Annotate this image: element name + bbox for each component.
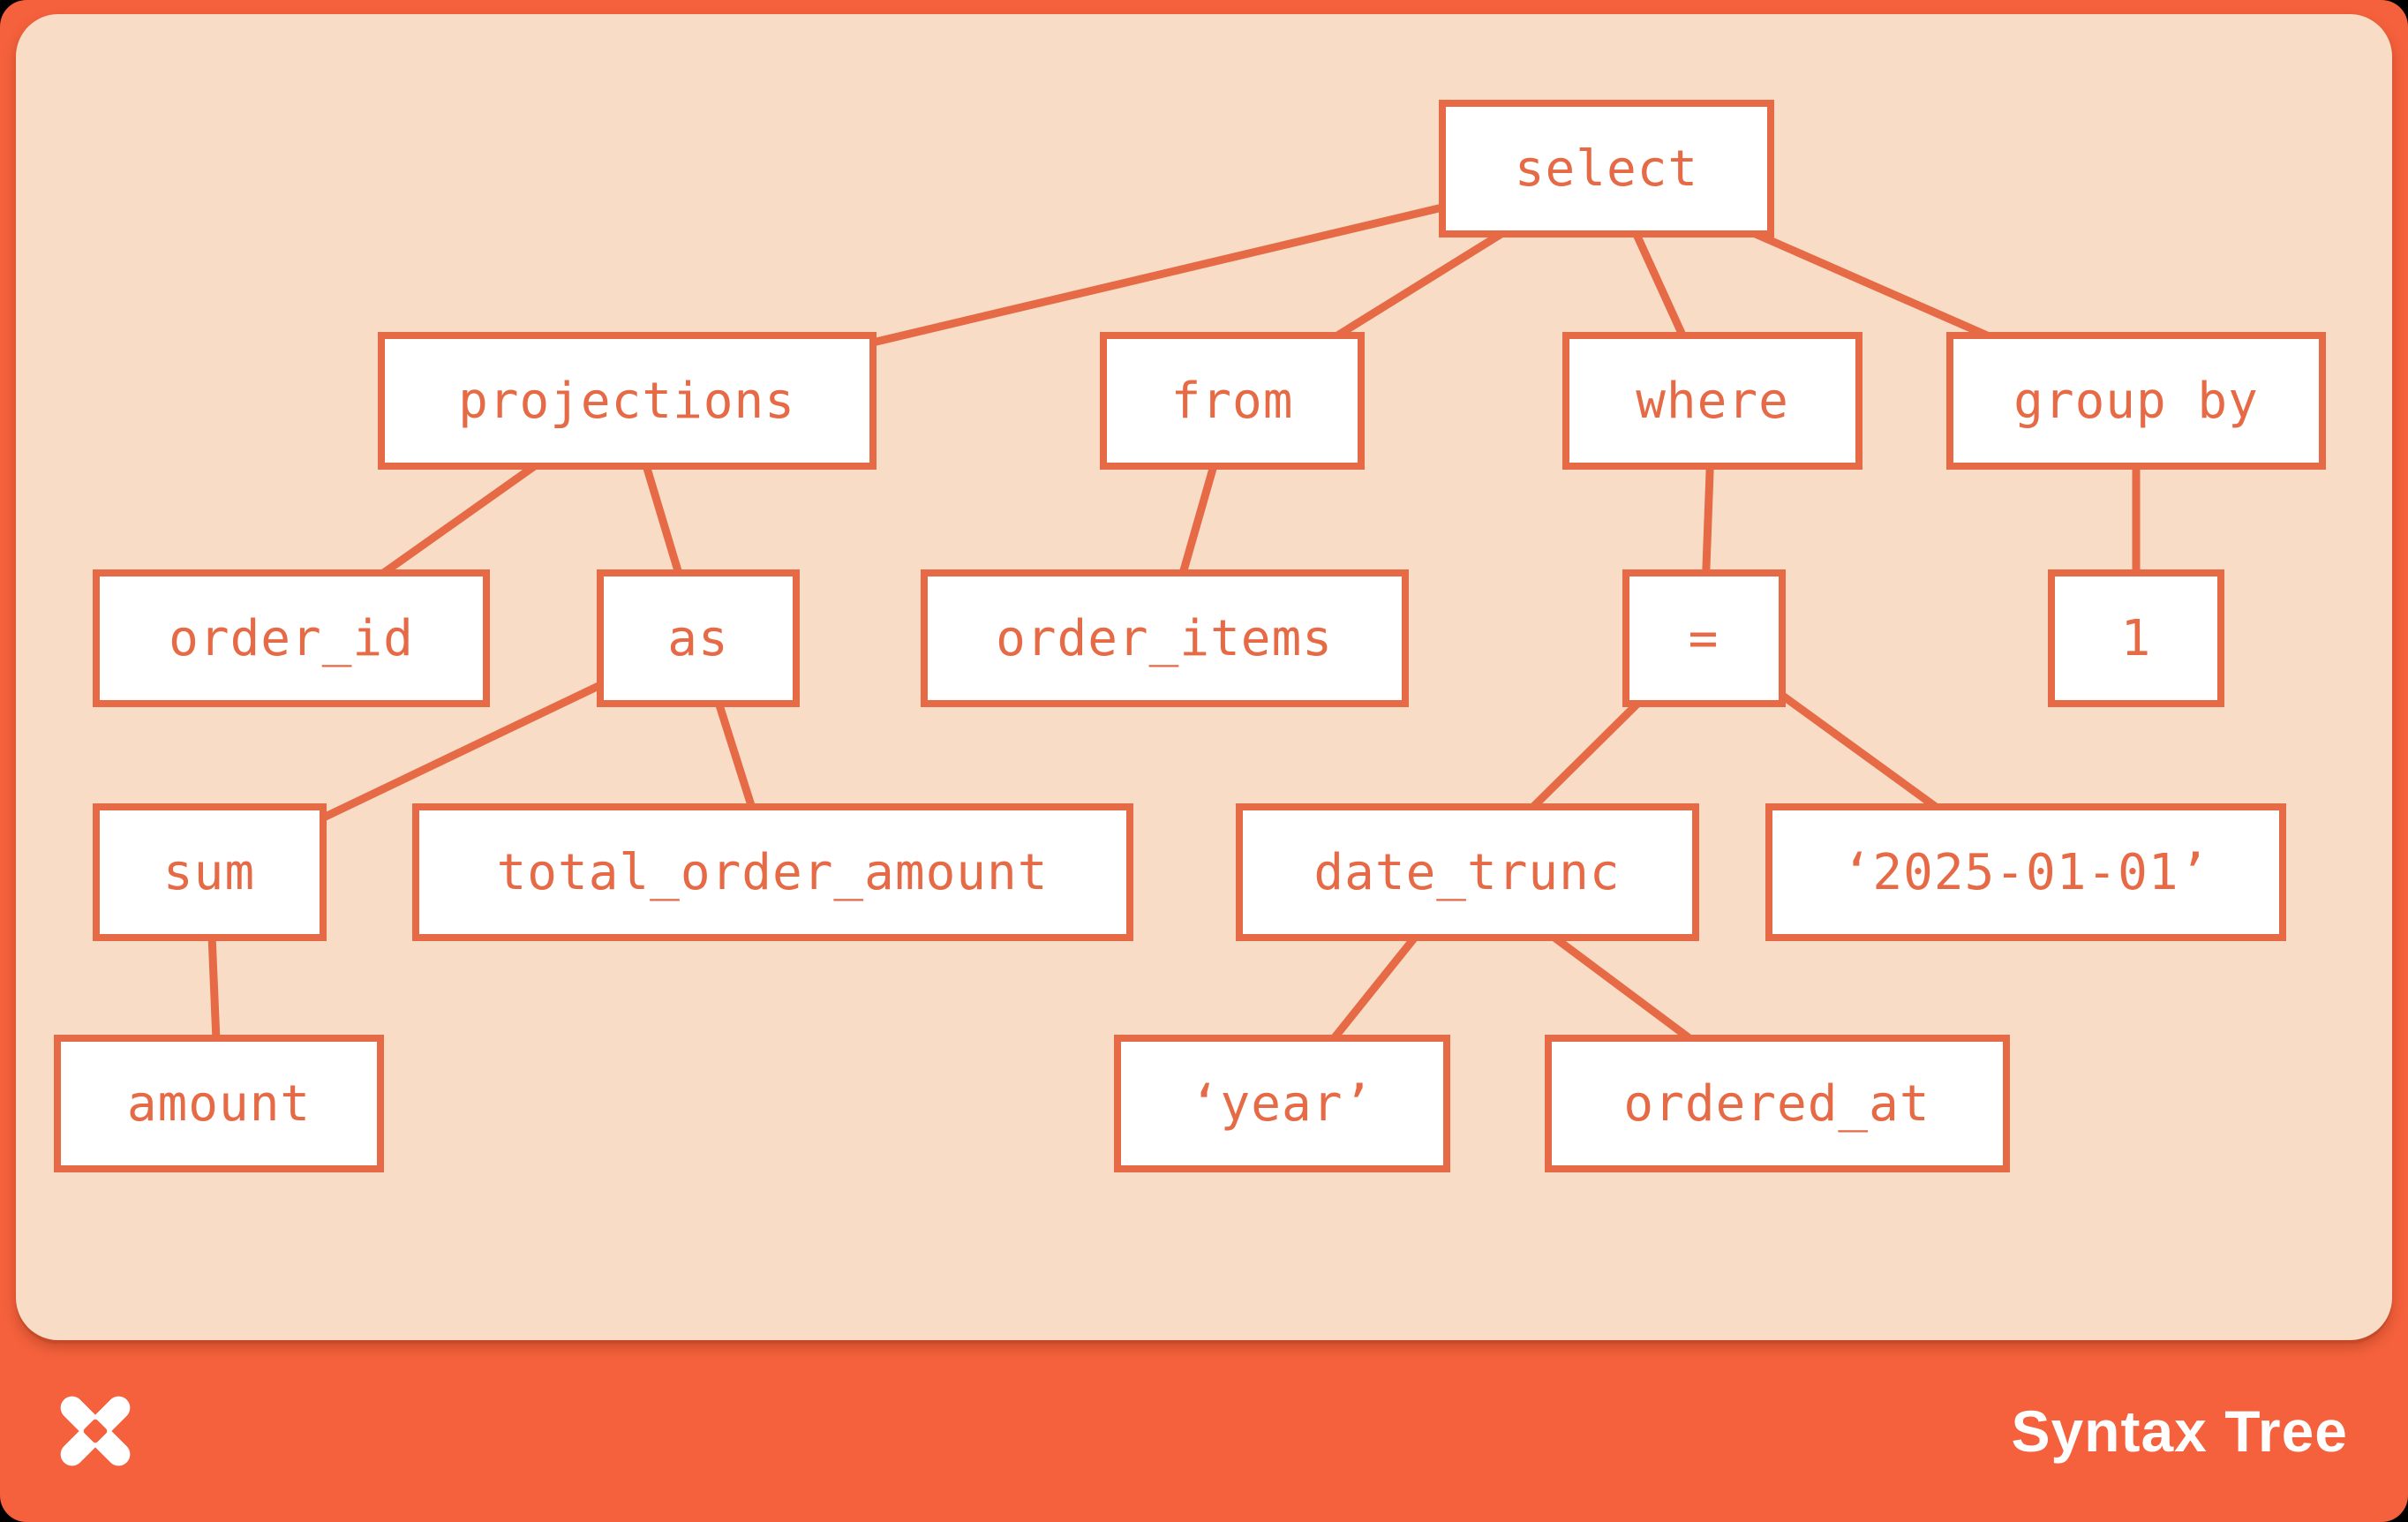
- tree-node-select: select: [1439, 100, 1774, 237]
- tree-node-label: where: [1636, 372, 1789, 430]
- tree-node-label: from: [1170, 372, 1294, 430]
- tree-node-label: ‘2025-01-01’: [1841, 843, 2210, 901]
- tree-node-date_literal: ‘2025-01-01’: [1765, 803, 2286, 941]
- tree-node-group_by: group by: [1946, 332, 2326, 470]
- pinwheel-x-logo-icon: [60, 1396, 131, 1466]
- tree-node-sum: sum: [92, 803, 327, 941]
- tree-node-label: total_order_amount: [496, 843, 1049, 901]
- tree-node-one: 1: [2048, 569, 2224, 707]
- tree-node-from: from: [1100, 332, 1365, 470]
- tree-node-label: select: [1514, 139, 1699, 198]
- tree-node-as: as: [597, 569, 800, 707]
- tree-node-label: 1: [2120, 609, 2152, 667]
- tree-node-projections: projections: [377, 332, 877, 470]
- tree-node-amount: amount: [54, 1035, 384, 1172]
- footer-title: Syntax Tree: [2011, 1398, 2348, 1464]
- tree-node-label: date_trunc: [1313, 843, 1621, 901]
- footer-bar: Syntax Tree: [0, 1340, 2408, 1522]
- tree-node-eq: =: [1622, 569, 1786, 707]
- tree-node-label: sum: [162, 843, 256, 901]
- tree-node-label: group by: [2013, 372, 2259, 430]
- tree-node-total_order_amount: total_order_amount: [411, 803, 1133, 941]
- tree-node-order_id: order_id: [93, 569, 490, 707]
- tree-node-year_literal: ‘year’: [1113, 1035, 1450, 1172]
- tree-node-label: amount: [126, 1074, 312, 1133]
- tree-node-order_items: order_items: [920, 569, 1409, 707]
- tree-node-label: ‘year’: [1189, 1074, 1374, 1133]
- tree-node-where: where: [1562, 332, 1862, 470]
- tree-node-label: =: [1688, 609, 1719, 667]
- tree-node-label: ordered_at: [1623, 1074, 1930, 1133]
- tree-node-label: order_id: [169, 609, 414, 667]
- tree-node-label: projections: [458, 372, 795, 430]
- tree-node-date_trunc: date_trunc: [1235, 803, 1699, 941]
- tree-node-label: order_items: [996, 609, 1333, 667]
- tree-node-label: as: [667, 609, 729, 667]
- tree-node-ordered_at: ordered_at: [1544, 1035, 2010, 1172]
